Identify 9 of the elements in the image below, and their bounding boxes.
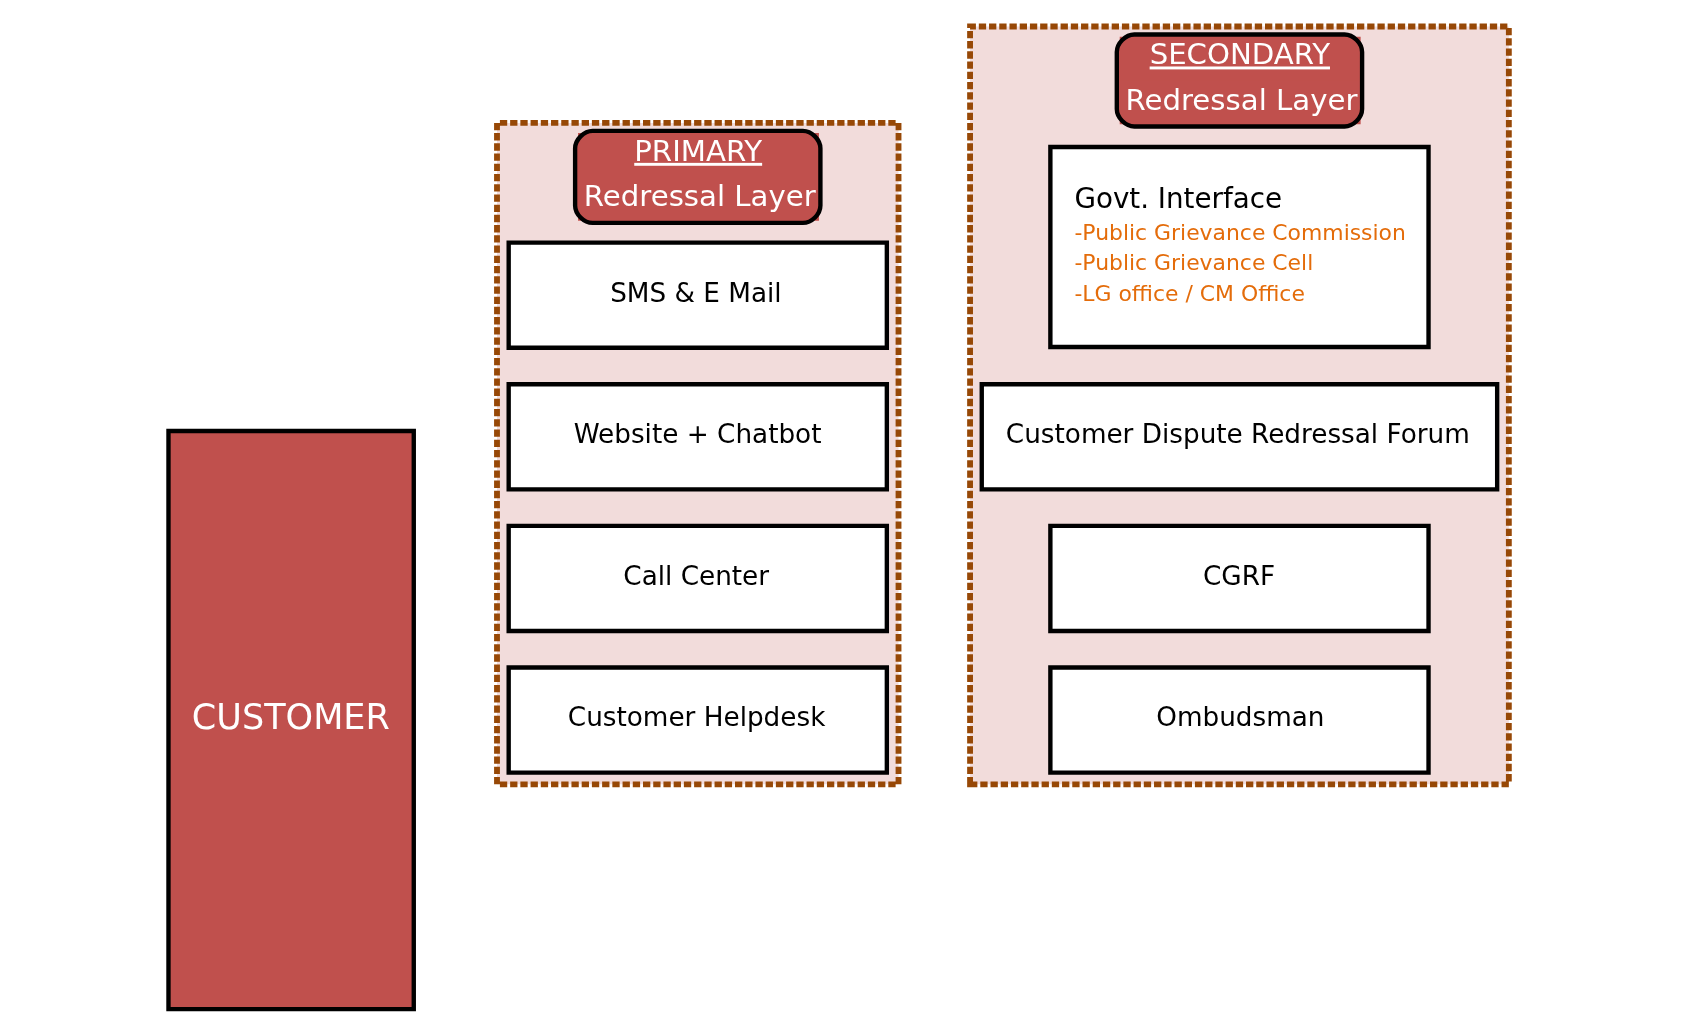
node-box: SMS & E Mail (506, 239, 890, 350)
node-box: Website + Chatbot (506, 381, 890, 492)
node-box: Call Center (506, 523, 890, 633)
node-box: Govt. Interface -Public Grievance Commission -Public Grievance Cell -LG office / CM Office (1048, 144, 1431, 349)
node-box: CGRF (1048, 523, 1431, 633)
node-box: Ombudsman (1048, 664, 1431, 775)
node-box: CUSTOMER (166, 428, 416, 1011)
node-box: Customer Dispute Redressal Forum (979, 381, 1500, 492)
node-box: Customer Helpdesk (506, 664, 890, 775)
